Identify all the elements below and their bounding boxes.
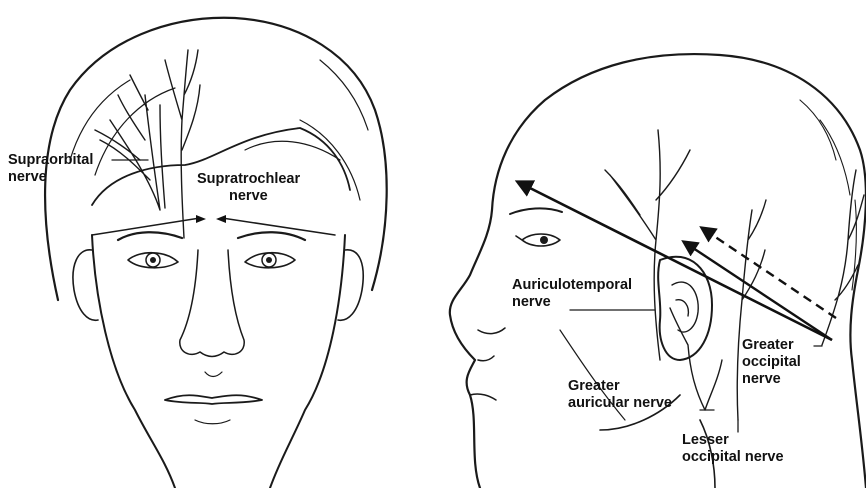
front-eyebrow-right	[238, 232, 305, 240]
greater-occipital-label-line2: occipital	[742, 354, 801, 371]
front-arrowhead-right	[216, 215, 226, 223]
side-hair-texture	[800, 100, 856, 290]
greater-auricular-label-line1: Greater	[568, 378, 672, 395]
side-eye	[516, 234, 560, 246]
auriculotemporal-label-line2: nerve	[512, 294, 632, 311]
auriculotemporal-label-line1: Auriculotemporal	[512, 277, 632, 294]
side-block-arrow-dashed	[702, 228, 836, 318]
supraorbital-nerve-label: Supraorbital nerve	[8, 152, 93, 186]
greater-occipital-nerve-branches	[822, 170, 864, 345]
lesser-occipital-label-line2: occipital nerve	[682, 449, 784, 466]
front-face-outline	[92, 235, 345, 488]
supraorbital-label-line1: Supraorbital	[8, 152, 93, 169]
side-ear-inner	[672, 282, 698, 332]
auriculotemporal-nerve-label: Auriculotemporal nerve	[512, 277, 632, 311]
greater-auricular-label-line2: auricular nerve	[568, 395, 672, 412]
supratrochlear-label-line2: nerve	[197, 188, 300, 205]
side-block-arrow-solid	[518, 182, 832, 340]
supratrochlear-nerve-label: Supratrochlear nerve	[197, 171, 300, 205]
side-eyebrow	[510, 208, 562, 214]
front-eyebrow-left	[118, 232, 182, 240]
greater-auricular-nerve-label: Greater auricular nerve	[568, 378, 672, 412]
front-head	[45, 18, 387, 488]
supraorbital-label-line2: nerve	[8, 169, 93, 186]
front-nose	[180, 250, 244, 357]
side-ear	[658, 257, 712, 360]
front-hair-outline	[45, 18, 387, 300]
greater-occipital-label-line3: nerve	[742, 371, 801, 388]
side-head	[450, 54, 866, 488]
lesser-occipital-label-line1: Lesser	[682, 432, 784, 449]
supratrochlear-label-line1: Supratrochlear	[197, 171, 300, 188]
lesser-occipital-nerve-label: Lesser occipital nerve	[682, 432, 784, 466]
front-arrowhead-left	[196, 215, 206, 223]
greater-occipital-label-line1: Greater	[742, 337, 801, 354]
side-nose-mouth	[470, 328, 505, 400]
front-mouth	[165, 395, 262, 404]
greater-occipital-nerve-label: Greater occipital nerve	[742, 337, 801, 388]
side-block-arrow-ear	[684, 242, 832, 340]
supratrochlear-nerve-branches	[165, 50, 200, 238]
